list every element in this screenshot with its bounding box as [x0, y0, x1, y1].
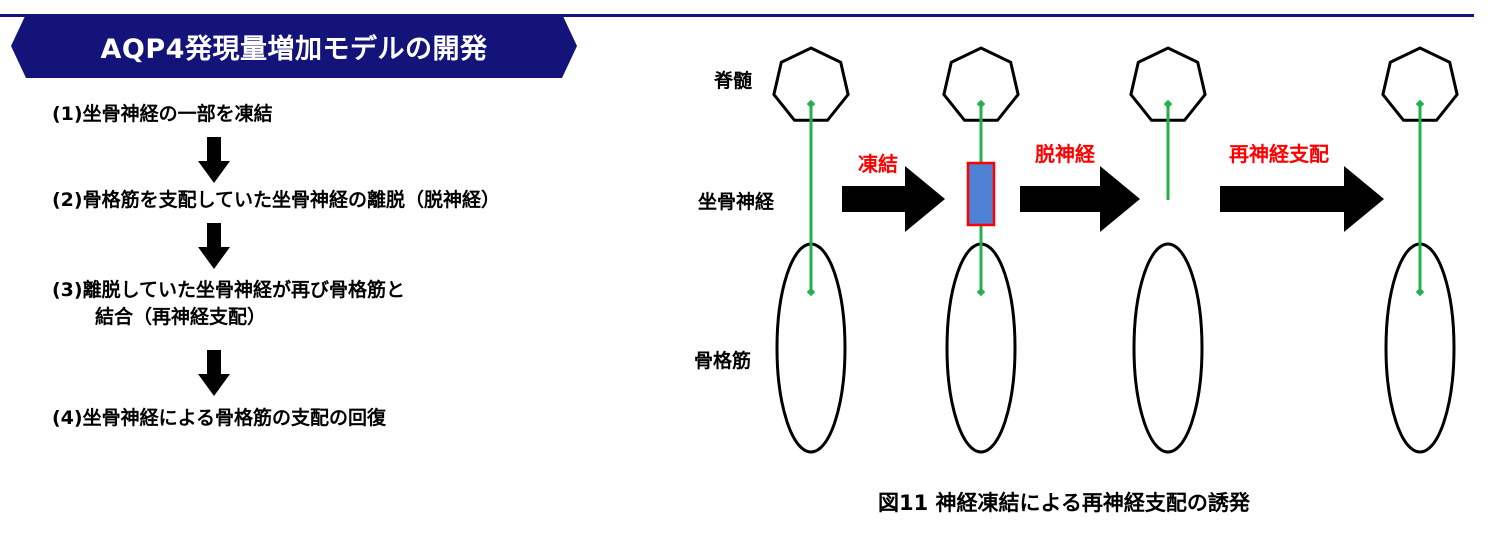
step-4: (4)坐骨神経による骨格筋の支配の回復: [52, 405, 386, 432]
freeze-site: [966, 161, 996, 227]
header-rule: [0, 14, 1474, 17]
label-sciatic-nerve: 坐骨神経: [698, 191, 775, 213]
label-spinal-cord: 脊髄: [714, 70, 753, 92]
step-text: 離脱していた坐骨神経が再び骨格筋と: [82, 279, 406, 301]
step-text: 坐骨神経の一部を凍結: [82, 103, 273, 125]
stage-intact: [772, 46, 850, 454]
right-arrow-icon: [1220, 166, 1384, 232]
nerve-endpoint: [806, 99, 816, 109]
step-text-continued: 結合（再神経支配）: [95, 306, 267, 328]
nerve-endpoint: [1415, 99, 1425, 109]
muscle-shape: [1132, 242, 1204, 454]
banner-title: AQP4発現量増加モデルの開発: [100, 34, 488, 65]
step-text: 坐骨神経による骨格筋の支配の回復: [82, 407, 387, 429]
nerve-endpoint: [976, 99, 986, 109]
step-number: (1): [52, 103, 83, 125]
label-reinnervation: 再神経支配: [1229, 142, 1329, 166]
label-denervation: 脱神経: [1035, 142, 1095, 166]
step-text: 骨格筋を支配していた坐骨神経の離脱（脱神経）: [82, 189, 501, 211]
step-number: (2): [52, 189, 83, 211]
down-arrow-icon: [198, 137, 230, 183]
nerve-endpoint: [1163, 99, 1173, 109]
down-arrow-icon: [198, 350, 230, 396]
nerve-endpoint: [1415, 287, 1425, 297]
right-arrow-icon: [842, 166, 945, 232]
stage-denervation: [1129, 46, 1207, 454]
label-freeze: 凍結: [858, 152, 898, 176]
stage-reinnervation: [1381, 46, 1459, 454]
step-number: (3): [52, 279, 83, 301]
down-arrow-icon: [198, 223, 230, 269]
step-1: (1)坐骨神経の一部を凍結: [52, 101, 273, 128]
title-banner: [11, 14, 577, 78]
stage-freeze: [942, 46, 1020, 454]
figure-caption: 図11 神経凍結による再神経支配の誘発: [878, 491, 1250, 515]
step-2: (2)骨格筋を支配していた坐骨神経の離脱（脱神経）: [52, 187, 500, 214]
label-skeletal-muscle: 骨格筋: [694, 350, 752, 372]
nerve-endpoint: [806, 287, 816, 297]
step-number: (4): [52, 407, 83, 429]
step-3: (3)離脱していた坐骨神経が再び骨格筋と 結合（再神経支配）: [52, 277, 405, 331]
nerve-endpoint: [976, 287, 986, 297]
right-arrow-icon: [1020, 166, 1140, 232]
